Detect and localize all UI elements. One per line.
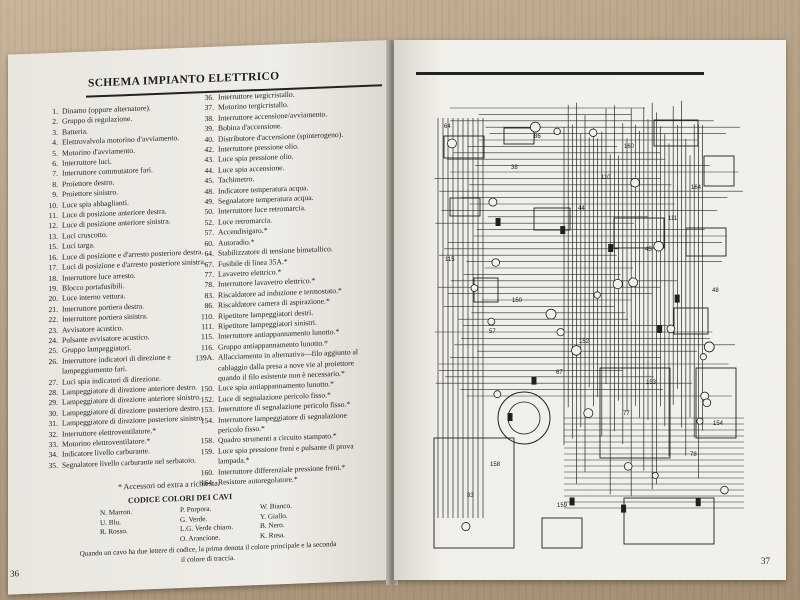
legend-item-text: Resistore autoregolatore.* xyxy=(218,474,298,487)
legend-item-text: Allacciamento in alternativa—filo aggiun… xyxy=(218,347,359,383)
connector-block xyxy=(657,324,663,333)
bulb-symbol xyxy=(553,127,561,136)
legend-item-number: 159. xyxy=(200,446,214,457)
component-box xyxy=(443,135,485,159)
bulb-symbol xyxy=(461,522,471,532)
bulb-symbol xyxy=(720,485,729,495)
bulb-symbol xyxy=(703,341,715,353)
bulb-symbol xyxy=(447,138,457,149)
connector-block xyxy=(560,226,566,235)
component-label: 160 xyxy=(624,144,635,150)
component-box xyxy=(449,197,481,217)
left-page: SCHEMA IMPIANTO ELETTRICO 1.Dinamo (oppu… xyxy=(8,40,390,595)
component-label: 38 xyxy=(511,165,518,171)
component-box xyxy=(613,217,665,249)
connector-block xyxy=(674,294,680,303)
bulb-symbol xyxy=(589,128,598,137)
bulb-symbol xyxy=(487,317,496,326)
instrument-cluster-symbol xyxy=(497,391,551,445)
component-label: 152 xyxy=(579,339,590,345)
bulb-symbol xyxy=(571,345,582,356)
manual-booklet: SCHEMA IMPIANTO ELETTRICO 1.Dinamo (oppu… xyxy=(8,40,788,595)
connector-block xyxy=(507,413,513,422)
component-label: 67 xyxy=(556,370,563,376)
component-label: 154 xyxy=(713,421,724,427)
component-box xyxy=(623,497,715,545)
component-box xyxy=(599,367,671,459)
bulb-symbol xyxy=(488,197,498,207)
bulb-symbol xyxy=(491,258,500,267)
bulb-symbol xyxy=(593,291,601,299)
component-label: 77 xyxy=(623,411,630,417)
component-label: 115 xyxy=(445,257,455,263)
bulb-symbol xyxy=(545,308,557,320)
bulb-symbol xyxy=(699,353,707,361)
color-code-entry xyxy=(100,535,180,548)
component-label: 110 xyxy=(601,175,611,181)
bulb-symbol xyxy=(493,390,502,399)
connector-block xyxy=(495,217,501,226)
component-label: 86 xyxy=(534,134,541,140)
bulb-symbol xyxy=(612,279,623,290)
accessories-note: * Accessori od extra a richiesta. xyxy=(118,478,220,492)
bulb-symbol xyxy=(630,177,640,188)
component-label: 164 xyxy=(691,185,702,191)
component-label: 83 xyxy=(467,493,474,499)
connector-block xyxy=(569,497,575,506)
color-codes-title: CODICE COLORI DEI CAVI xyxy=(128,492,233,506)
page-title: SCHEMA IMPIANTO ELETTRICO xyxy=(88,70,280,90)
component-label: 64 xyxy=(444,124,451,130)
bulb-symbol xyxy=(653,241,664,252)
component-box xyxy=(673,307,709,335)
component-box xyxy=(685,227,727,257)
legend-item-number: 35. xyxy=(48,460,59,470)
bulb-symbol xyxy=(696,417,704,425)
component-box xyxy=(695,367,737,439)
wiring-diagram: 64 38 44 45 48 57 67 77 78 83 86 110 111 115 150 152 153… xyxy=(433,100,744,549)
component-box xyxy=(653,119,699,147)
component-label: 44 xyxy=(578,206,585,212)
connector-block xyxy=(531,376,537,385)
component-box xyxy=(503,127,535,145)
legend-item-number: 26. xyxy=(48,356,59,366)
bulb-symbol xyxy=(470,284,479,292)
bulb-symbol xyxy=(623,462,633,471)
legend-column-2: 36.Interruttore tergicristallo.37.Motori… xyxy=(188,87,368,489)
component-label: 48 xyxy=(712,288,719,294)
color-code-entry: O. Arancione. xyxy=(180,533,221,543)
bulb-symbol xyxy=(529,121,541,133)
component-box xyxy=(541,517,583,549)
component-label: 78 xyxy=(690,452,697,458)
component-label: 153 xyxy=(646,380,657,386)
right-page: 64 38 44 45 48 57 67 77 78 83 86 110 111 115 150 152 153… xyxy=(394,40,786,580)
component-label: 158 xyxy=(490,462,501,468)
page-number-right: 37 xyxy=(761,556,770,566)
component-box xyxy=(533,207,571,231)
component-label: 45 xyxy=(645,247,652,253)
connector-block xyxy=(695,498,701,507)
diagram-top-rule xyxy=(416,72,704,75)
instrument-cluster-inner xyxy=(507,401,541,435)
bulb-symbol xyxy=(702,398,712,408)
bulb-symbol xyxy=(628,277,639,288)
legend-item-number: 154. xyxy=(200,415,214,425)
component-label: 150 xyxy=(512,298,523,304)
connector-block xyxy=(621,504,627,513)
connector-block xyxy=(608,244,614,253)
component-label: 111 xyxy=(668,216,678,222)
bulb-symbol xyxy=(651,471,659,479)
bulb-symbol xyxy=(666,324,676,334)
color-codes-grid: N. Marron.P. Porpora.W. Bianco.U. Blu.G.… xyxy=(100,500,340,547)
bulb-symbol xyxy=(556,328,565,337)
bulb-symbol xyxy=(583,408,594,419)
component-box xyxy=(703,155,735,187)
legend-item-number: 139A. xyxy=(195,352,214,363)
page-number-left: 36 xyxy=(10,568,19,579)
component-label: 57 xyxy=(489,329,496,335)
component-label: 159 xyxy=(557,503,568,509)
color-code-entry: K. Rosa. xyxy=(260,530,285,540)
component-box xyxy=(433,437,515,549)
